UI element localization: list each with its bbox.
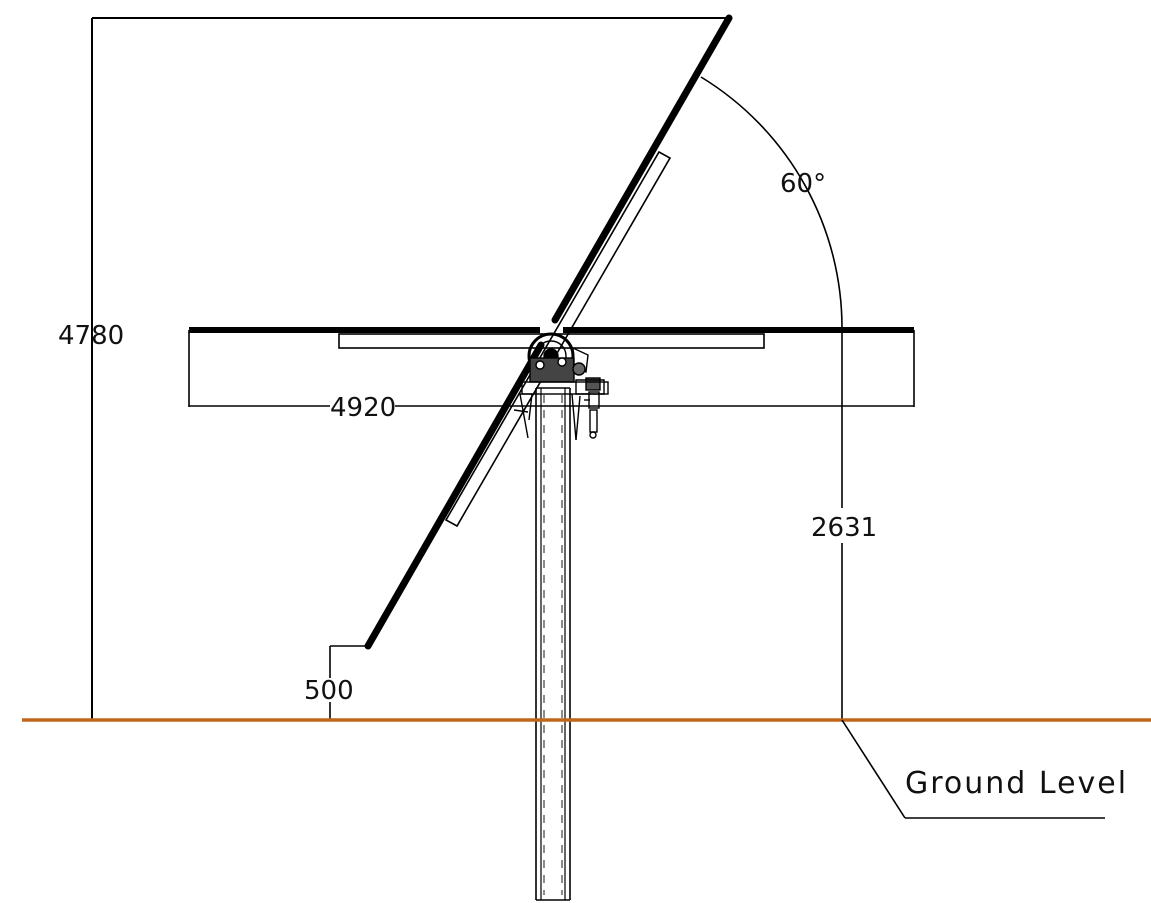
label-ground-level: Ground Level: [905, 766, 1128, 801]
dimension-min-clearance: [329, 645, 368, 720]
pile: [535, 387, 571, 901]
panel-horizontal: [188, 327, 915, 407]
angle-arc: [700, 76, 843, 331]
dimension-total-height: [91, 17, 729, 720]
label-panel-width: 4920: [330, 393, 396, 423]
ground-level-leader: [841, 719, 1105, 819]
label-min-clearance: 500: [304, 676, 354, 706]
label-hub-height: 2631: [811, 513, 877, 543]
label-max-height: 4780: [58, 321, 124, 351]
drive-assembly: [513, 332, 609, 441]
panel-tilted: [364, 14, 733, 650]
label-tilt-angle: 60°: [780, 169, 826, 199]
